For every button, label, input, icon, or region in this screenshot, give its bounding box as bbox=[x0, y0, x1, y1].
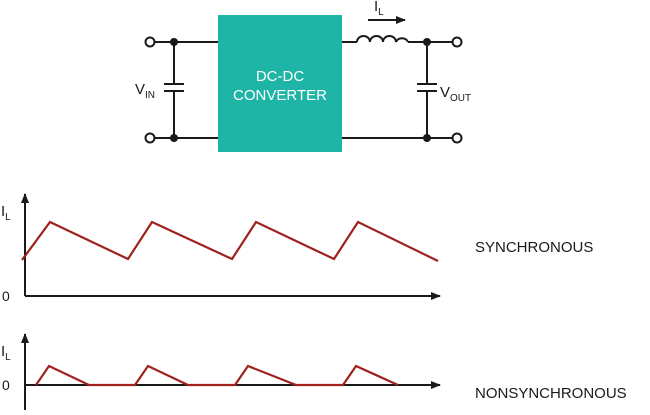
input-terminal-top bbox=[144, 36, 156, 48]
il-label: IL bbox=[374, 0, 384, 18]
junction-output-bottom bbox=[423, 134, 431, 142]
vout-label: VOUT bbox=[440, 84, 471, 104]
inductor-coil bbox=[356, 35, 409, 43]
junction-input-top bbox=[170, 38, 178, 46]
terminals bbox=[144, 36, 463, 144]
sync-mode-label: SYNCHRONOUS bbox=[475, 239, 593, 256]
vin-label: VIN bbox=[135, 81, 155, 101]
nonsync-y-axis-label: IL bbox=[1, 343, 11, 363]
output-terminal-top bbox=[451, 36, 463, 48]
junction-dots bbox=[170, 38, 431, 142]
dc-dc-converter-block bbox=[218, 15, 342, 152]
converter-label-line2: CONVERTER bbox=[233, 87, 327, 104]
nonsync-mode-label: NONSYNCHRONOUS bbox=[475, 385, 627, 402]
output-terminal-bottom bbox=[451, 132, 463, 144]
converter-label-line1: DC-DC bbox=[256, 68, 304, 85]
nonsynchronous-plot: IL 0 NONSYNCHRONOUS bbox=[1, 333, 627, 410]
nonsync-current-waveform bbox=[35, 364, 399, 387]
circuit-schematic bbox=[155, 16, 452, 139]
nonsync-zero-label: 0 bbox=[2, 377, 10, 393]
sync-current-waveform bbox=[21, 220, 439, 262]
input-terminal-bottom bbox=[144, 132, 156, 144]
sync-y-axis-label: IL bbox=[1, 203, 11, 223]
junction-input-bottom bbox=[170, 134, 178, 142]
sync-zero-label: 0 bbox=[2, 288, 10, 304]
synchronous-plot: IL 0 SYNCHRONOUS bbox=[1, 193, 593, 304]
junction-output-top bbox=[423, 38, 431, 46]
